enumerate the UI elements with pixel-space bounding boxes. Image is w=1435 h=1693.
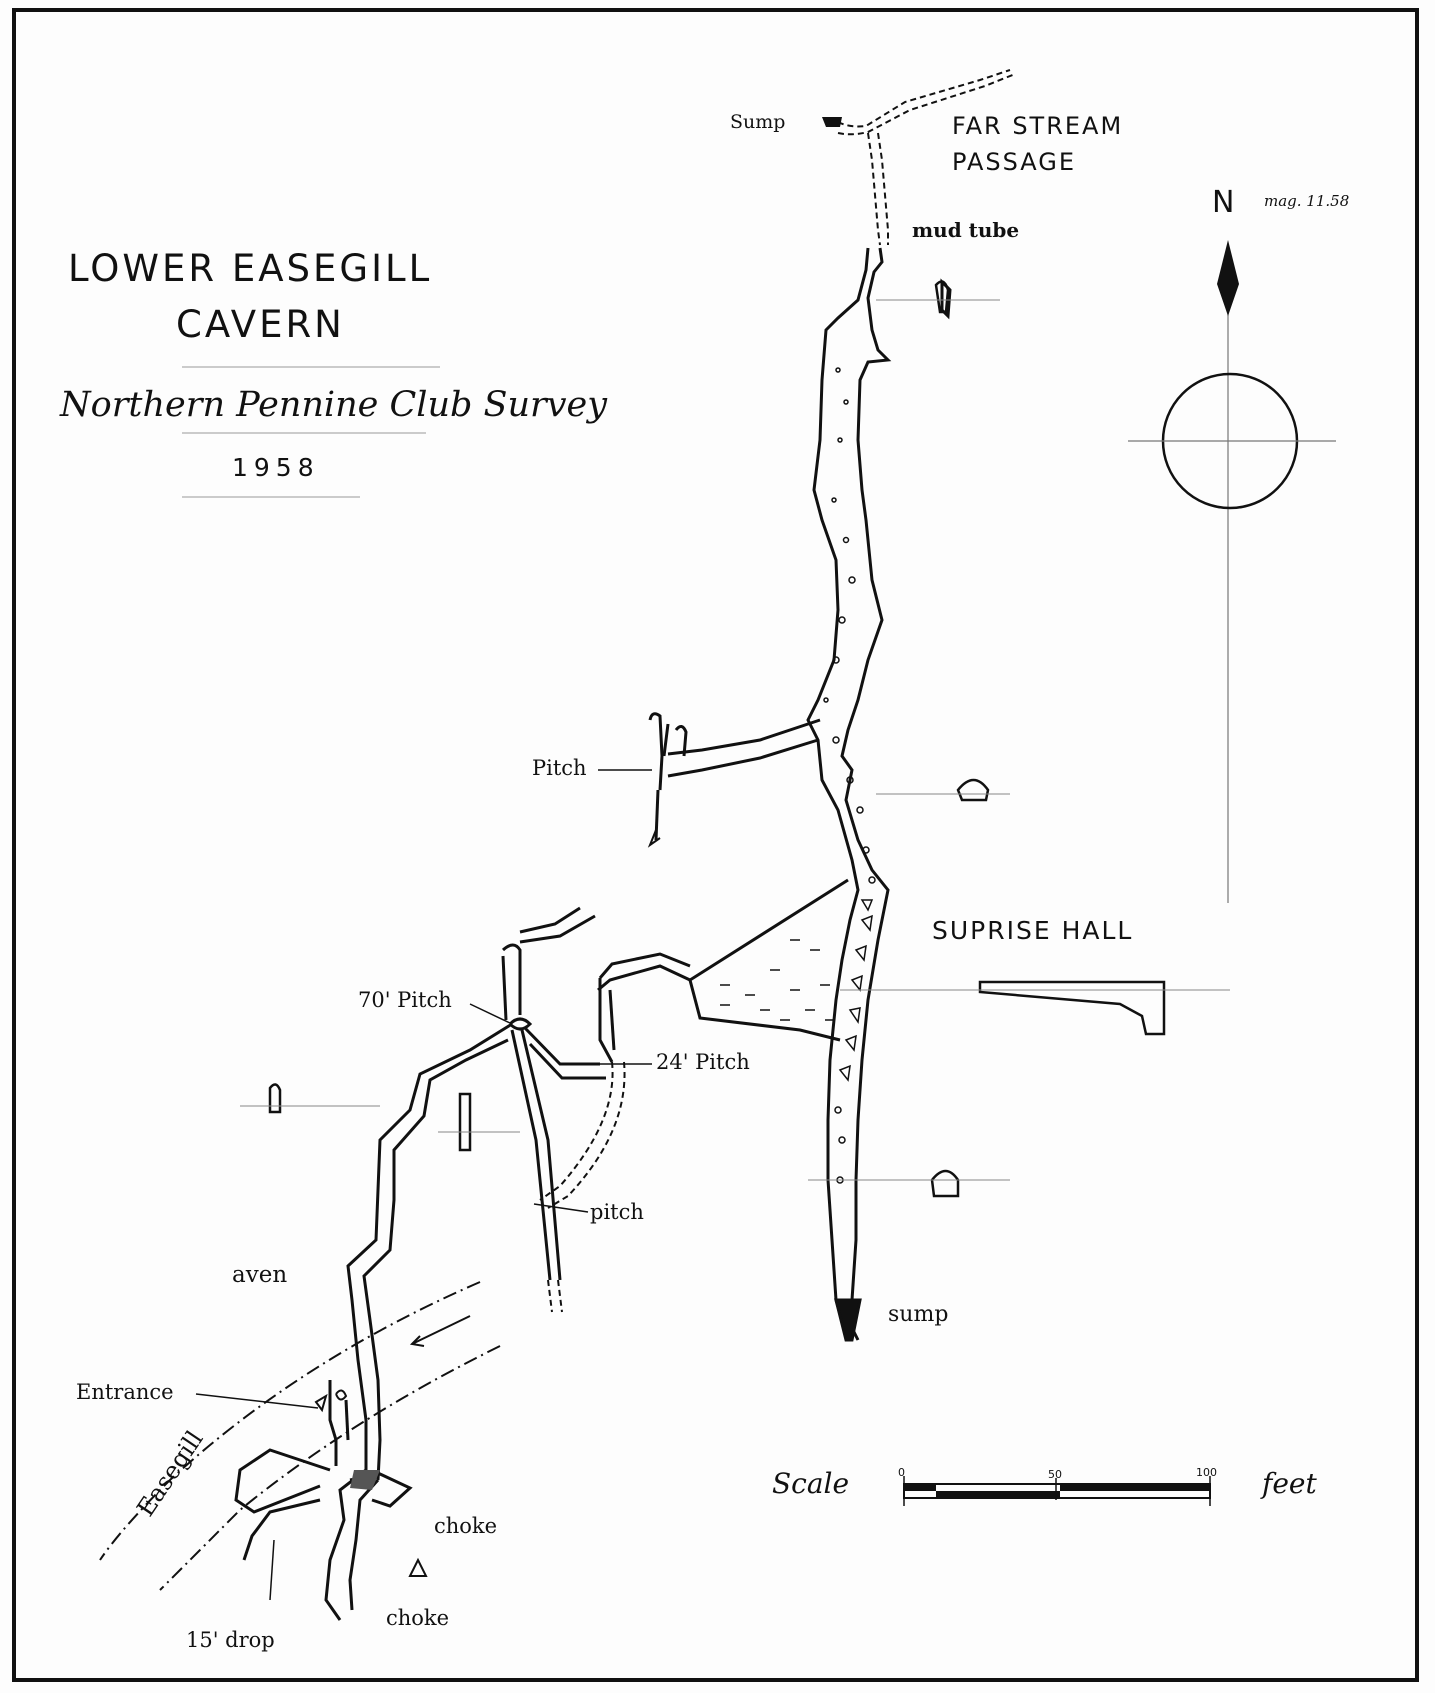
scale-label: Scale <box>772 1467 850 1500</box>
label-aven: aven <box>232 1262 288 1288</box>
scale-bar-icon <box>903 1476 1211 1506</box>
label-drop-15: 15' drop <box>186 1628 275 1652</box>
upper-side-passage <box>648 712 821 841</box>
stream-flow-arrow-icon <box>409 1315 471 1347</box>
label-pitch-70: 70' Pitch <box>358 988 452 1012</box>
label-sump-top: Sump <box>730 111 786 133</box>
map-title-line2: CAVERN <box>176 303 345 346</box>
scale-tick-100: 100 <box>1196 1466 1217 1479</box>
label-pitch-24: 24' Pitch <box>656 1050 750 1074</box>
label-entrance: Entrance <box>76 1380 174 1404</box>
map-border <box>12 8 1419 1682</box>
label-choke-1: choke <box>434 1514 498 1538</box>
hall-floor-stipple <box>720 939 835 1021</box>
map-subtitle: Northern Pennine Club Survey <box>60 385 608 425</box>
sump-top-icon <box>822 117 842 127</box>
scale-tick-0: 0 <box>898 1466 905 1479</box>
entrance-icons <box>314 1389 428 1577</box>
north-letter: N <box>1212 185 1235 220</box>
label-mud-tube: mud tube <box>912 218 1020 242</box>
pitch-upper-arrow-icon <box>647 829 661 848</box>
map-year: 1958 <box>232 453 320 482</box>
label-far-stream-2: PASSAGE <box>952 148 1077 176</box>
scale-tick-50: 50 <box>1048 1468 1062 1481</box>
easegill-stream <box>99 1281 501 1591</box>
label-far-stream-1: FAR STREAM <box>952 112 1124 140</box>
far-stream-passage <box>837 69 1016 246</box>
label-pitch-lower: pitch <box>590 1200 644 1224</box>
north-arrow-icon <box>1128 240 1336 903</box>
scale-unit: feet <box>1262 1467 1317 1500</box>
choke-hatch-icon <box>350 1470 380 1490</box>
lower-dashed-passage <box>539 1061 626 1313</box>
map-title-line1: LOWER EASEGILL <box>68 247 433 290</box>
label-choke-2: choke <box>386 1606 450 1630</box>
label-suprise-hall: SUPRISE HALL <box>932 916 1134 945</box>
cross-sections <box>268 280 1166 1198</box>
magnetic-note: mag. 11.58 <box>1264 192 1350 210</box>
label-sump-bottom: sump <box>888 1302 949 1327</box>
pitch-passages <box>501 906 616 1281</box>
leader-lines <box>195 769 652 1601</box>
suprise-hall-chamber <box>597 878 849 1042</box>
passage-infill <box>823 367 876 1184</box>
label-pitch-upper: Pitch <box>532 756 587 780</box>
main-passage <box>806 247 952 1342</box>
section-guide-lines <box>240 299 1230 1181</box>
